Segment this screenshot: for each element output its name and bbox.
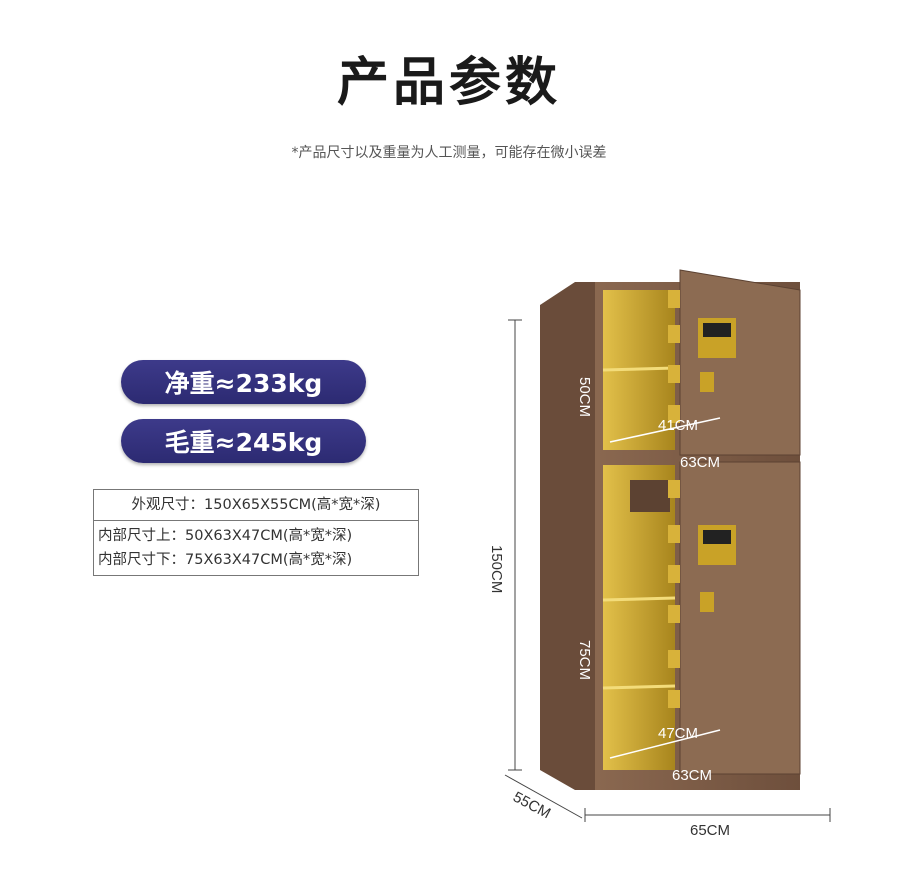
interior-lower-size: 内部尺寸下：75X63X47CM(高*宽*深) xyxy=(98,552,353,568)
lower-door xyxy=(679,461,801,775)
lower-handle xyxy=(700,592,714,612)
upper-door xyxy=(679,269,801,456)
spec-table: 外观尺寸：150X65X55CM(高*宽*深) 内部尺寸上：50X63X47CM… xyxy=(93,489,419,576)
lower-height-label: 75CM xyxy=(576,640,593,680)
upper-width-label: 63CM xyxy=(680,454,720,471)
upper-handle xyxy=(700,372,714,392)
interior-upper-size: 内部尺寸上：50X63X47CM(高*宽*深) xyxy=(98,528,353,544)
lower-depth-label: 47CM xyxy=(658,725,698,742)
depth-label: 55CM xyxy=(510,789,553,823)
gross-weight-badge: 毛重≈245kg xyxy=(121,419,366,463)
net-weight-badge: 净重≈233kg xyxy=(121,360,366,404)
exterior-size: 外观尺寸：150X65X55CM(高*宽*深) xyxy=(94,490,418,521)
inner-drawer-lock xyxy=(630,480,670,512)
upper-depth-label: 41CM xyxy=(658,417,698,434)
upper-height-label: 50CM xyxy=(576,377,593,417)
measurement-note: *产品尺寸以及重量为人工测量，可能存在微小误差 xyxy=(291,145,607,161)
width-label: 65CM xyxy=(690,822,730,839)
page-title: 产品参数 xyxy=(336,53,561,113)
lower-compartment xyxy=(603,465,675,770)
safe-side-panel xyxy=(540,282,600,790)
lower-width-label: 63CM xyxy=(672,767,712,784)
height-label: 150CM xyxy=(488,545,505,593)
